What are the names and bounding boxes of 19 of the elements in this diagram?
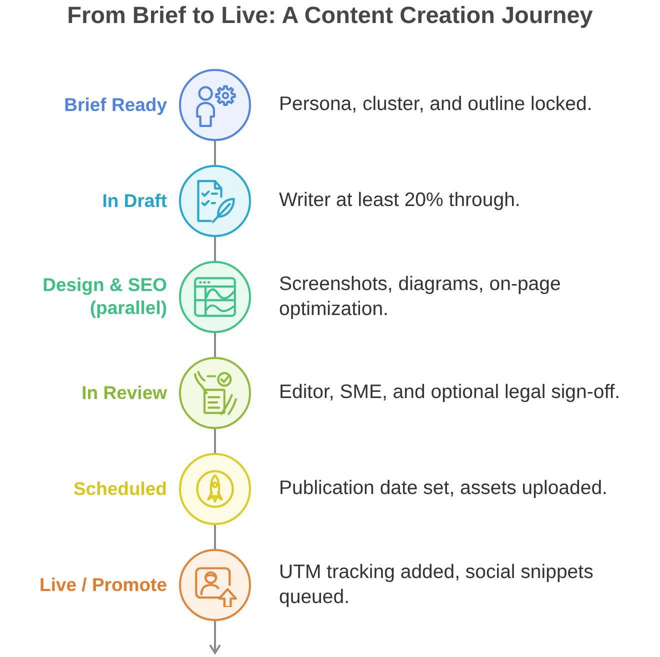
step-description: Persona, cluster, and outline locked.	[279, 92, 594, 118]
step-description: Screenshots, diagrams, on-page optimization.	[279, 272, 562, 322]
arrow	[209, 621, 221, 654]
connector-line	[214, 429, 216, 453]
step-description: Editor, SME, and optional legal sign-off.	[279, 380, 622, 406]
step-label: Design & SEO (parallel)	[42, 274, 167, 320]
step-label: Live / Promote	[38, 574, 167, 596]
step-description: Publication date set, assets uploaded.	[279, 476, 608, 502]
connector-line	[214, 333, 216, 357]
title: From Brief to Live: A Content Creation Journey	[67, 2, 593, 29]
step-label: In Draft	[101, 190, 167, 212]
step-description: UTM tracking added, social snippets queued.	[279, 560, 594, 610]
step-label: Scheduled	[72, 478, 167, 500]
step-description: Writer at least 20% through.	[279, 188, 522, 214]
connector-line	[214, 141, 216, 165]
step-label: Brief Ready	[63, 94, 167, 116]
connector-line	[214, 237, 216, 261]
step-label: In Review	[80, 382, 167, 404]
connector-line	[214, 525, 216, 549]
